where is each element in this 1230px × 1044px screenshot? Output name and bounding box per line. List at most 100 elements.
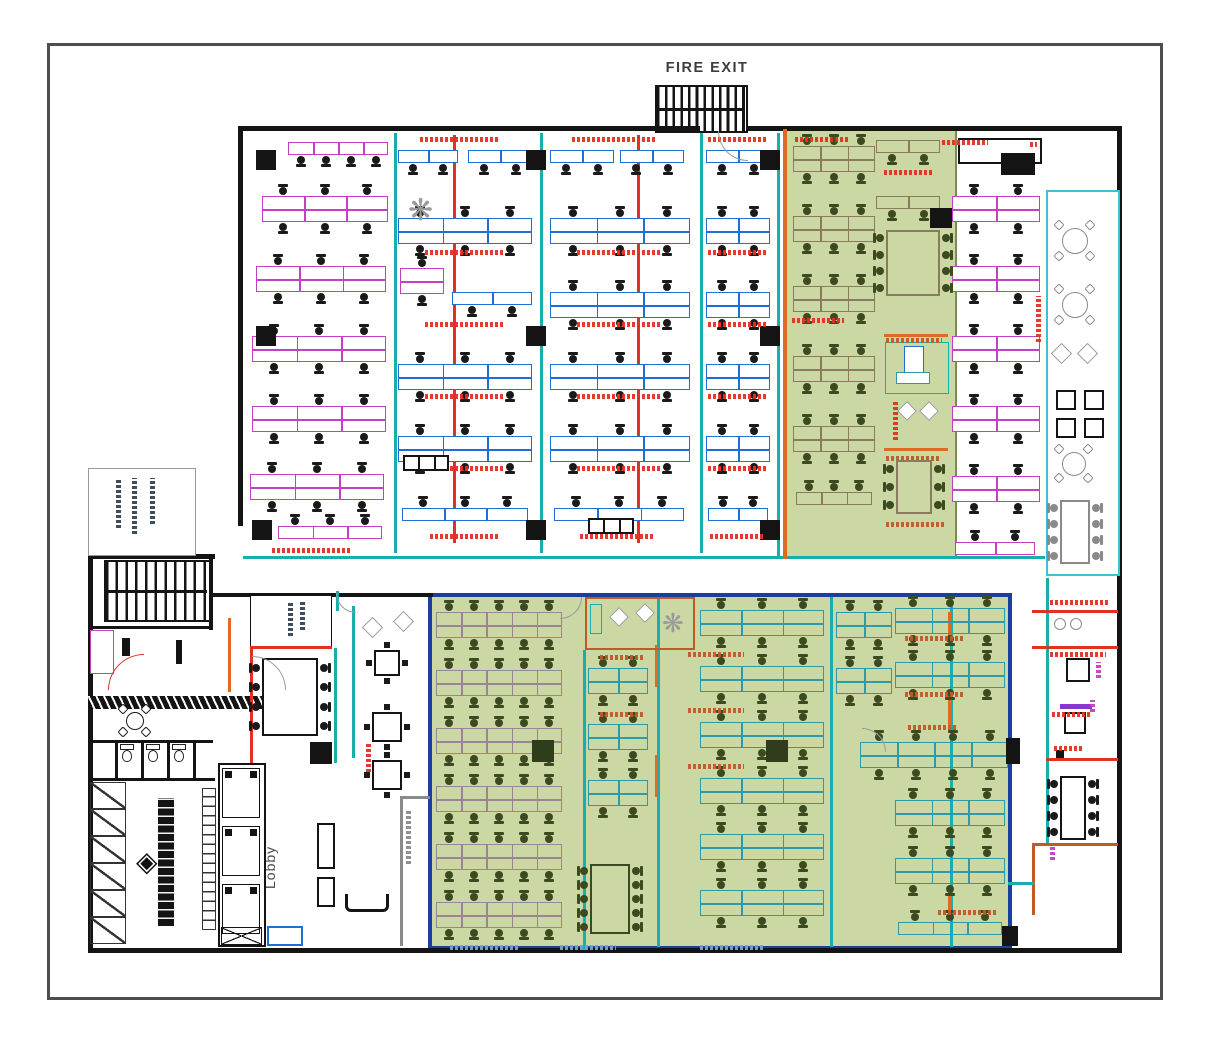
highlight-zone xyxy=(785,129,957,559)
chair xyxy=(312,501,322,512)
chair xyxy=(908,650,919,661)
chair xyxy=(580,909,588,917)
structural-column xyxy=(176,640,182,664)
chair xyxy=(757,917,767,928)
chair xyxy=(631,164,641,175)
chair xyxy=(1050,504,1058,512)
chair xyxy=(945,827,955,838)
wall xyxy=(88,778,215,781)
chair xyxy=(494,716,504,727)
chair xyxy=(749,280,759,291)
chair xyxy=(1050,796,1058,804)
chair xyxy=(873,695,883,706)
side-table-div xyxy=(618,518,621,534)
structural-column xyxy=(766,740,788,762)
desk-divider xyxy=(700,847,824,849)
side-table-div xyxy=(418,455,421,471)
chair xyxy=(749,206,759,217)
desk-divider xyxy=(436,915,562,917)
desk-divider xyxy=(486,508,488,521)
structural-column xyxy=(122,638,130,656)
label-mark xyxy=(425,394,505,399)
desk-divider xyxy=(967,922,969,935)
label-mark xyxy=(708,466,766,471)
chair xyxy=(519,697,530,708)
chair xyxy=(519,832,530,843)
room xyxy=(896,372,930,384)
chair xyxy=(829,173,839,184)
chair xyxy=(1013,363,1023,374)
chair xyxy=(757,805,767,816)
wall xyxy=(1032,610,1118,613)
lounge-chair xyxy=(361,616,384,639)
side-table xyxy=(588,518,634,534)
label-mark xyxy=(577,250,661,255)
chair xyxy=(1013,324,1023,335)
label-mark xyxy=(688,652,744,657)
label-mark xyxy=(1030,142,1037,147)
desk-divider xyxy=(860,755,1008,757)
desk-divider xyxy=(588,793,648,795)
structural-column xyxy=(252,520,272,540)
chair xyxy=(443,716,454,727)
label-mark xyxy=(300,602,305,630)
label-mark xyxy=(688,764,744,769)
desk-divider xyxy=(398,377,532,379)
cafe-chair xyxy=(117,726,129,738)
chair xyxy=(632,881,640,889)
chair xyxy=(715,710,726,721)
chair xyxy=(570,496,581,507)
chair xyxy=(443,600,454,611)
chair xyxy=(801,243,812,254)
chair xyxy=(1092,536,1100,544)
chair xyxy=(798,822,809,833)
label-mark xyxy=(884,170,932,175)
label-mark xyxy=(132,478,137,534)
label-mark xyxy=(577,466,661,471)
desk-divider xyxy=(252,349,386,351)
chair xyxy=(252,702,260,711)
room xyxy=(1066,658,1090,682)
desk-divider xyxy=(836,681,892,683)
chair xyxy=(829,383,839,394)
desk-divider xyxy=(932,922,935,935)
restroom-stall xyxy=(90,917,126,944)
chair xyxy=(519,813,530,824)
label-mark xyxy=(908,725,958,730)
desk-divider xyxy=(550,305,690,307)
label-mark xyxy=(688,708,744,713)
chair xyxy=(798,917,809,928)
chair xyxy=(507,306,517,317)
chair xyxy=(580,867,588,875)
desk-divider xyxy=(706,449,770,451)
chair xyxy=(945,596,955,607)
wall xyxy=(637,135,640,543)
couch xyxy=(345,894,389,912)
wall xyxy=(1032,843,1118,846)
desk-divider xyxy=(793,439,875,441)
compass-icon: ◈ xyxy=(136,846,158,877)
structural-column xyxy=(532,740,554,762)
desk-divider xyxy=(952,279,1040,281)
chair xyxy=(945,788,955,799)
toilet xyxy=(146,744,160,750)
chair xyxy=(908,788,919,799)
label-mark xyxy=(1096,662,1101,678)
wall xyxy=(1032,646,1118,649)
chair xyxy=(715,917,726,928)
restroom-stall xyxy=(90,809,126,836)
chair xyxy=(749,164,759,175)
label-mark xyxy=(420,137,498,142)
chair xyxy=(715,598,726,609)
chair xyxy=(615,206,625,217)
desk-divider xyxy=(793,159,875,161)
chair xyxy=(561,164,571,175)
chair xyxy=(1050,552,1058,560)
chair xyxy=(468,929,479,940)
desk-divider xyxy=(398,231,532,233)
chair xyxy=(873,600,883,611)
desk-divider xyxy=(895,871,1005,873)
chair xyxy=(269,363,280,374)
chair xyxy=(661,424,672,435)
